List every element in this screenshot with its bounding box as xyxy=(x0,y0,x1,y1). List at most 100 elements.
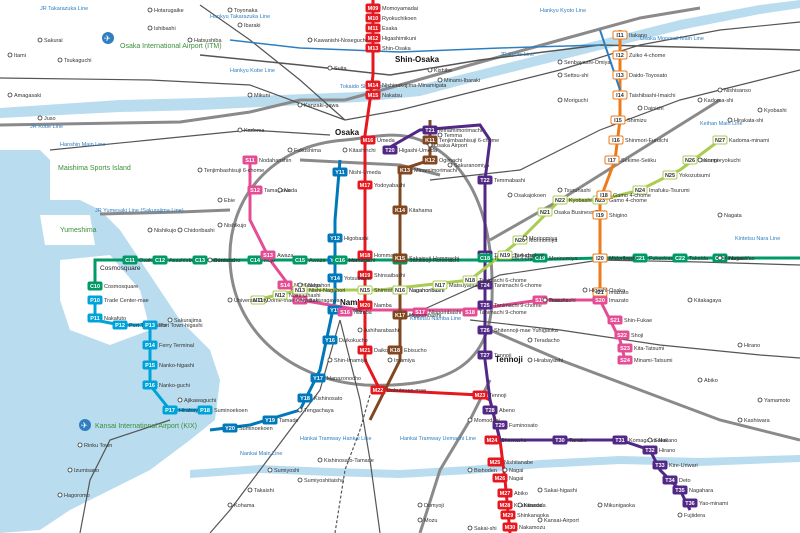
other-station[interactable]: Ishibashi xyxy=(147,25,176,32)
other-station[interactable]: Ibaraki xyxy=(237,22,261,29)
other-station[interactable]: Osakajokoen xyxy=(507,192,546,199)
other-station[interactable]: Fujiidera xyxy=(677,512,706,519)
other-station[interactable]: Hatsushiba xyxy=(187,37,222,44)
other-station[interactable]: Moriguchi xyxy=(557,97,588,104)
other-station[interactable]: Izumisano xyxy=(67,467,99,474)
other-station[interactable]: Kawanishi-Noseguchi xyxy=(307,37,367,44)
other-station[interactable]: Morinomiya xyxy=(522,235,558,242)
other-station[interactable]: Sumiyoshi xyxy=(267,467,299,474)
other-station[interactable]: Mikuni xyxy=(247,92,270,99)
other-station[interactable]: Mozu xyxy=(417,517,437,524)
other-station[interactable]: Senbayashi-Omiya xyxy=(557,59,611,66)
other-station[interactable]: Rinku Town xyxy=(77,442,112,449)
other-station[interactable]: Tsuruhashi xyxy=(557,187,591,194)
other-station[interactable]: Tenjimbashisuji 6-chome xyxy=(197,167,264,174)
other-station[interactable]: Kashiwara xyxy=(737,417,771,424)
other-station[interactable]: Dainichi xyxy=(637,105,664,112)
other-station[interactable]: Imazato xyxy=(542,297,569,304)
other-station[interactable]: Domyoji xyxy=(417,502,444,509)
other-station[interactable]: Temma xyxy=(437,132,463,139)
other-station[interactable]: Nagata xyxy=(717,212,743,219)
other-station[interactable]: Juso xyxy=(37,115,56,122)
other-station[interactable]: Imamiya xyxy=(387,357,416,364)
other-station[interactable]: Bentencho xyxy=(207,257,240,264)
other-station[interactable]: Sakai-shi xyxy=(467,525,497,532)
other-station[interactable]: Sakuranomiya xyxy=(447,162,490,169)
other-station[interactable]: Sakai xyxy=(647,437,668,444)
other-station[interactable]: Teradacho xyxy=(527,337,560,344)
other-station[interactable]: Universal City xyxy=(227,297,268,304)
other-station[interactable]: Sakurajima xyxy=(167,317,202,324)
other-station[interactable]: Hirabayashi xyxy=(527,357,563,364)
other-station[interactable]: Chidoribashi xyxy=(177,227,215,234)
other-station[interactable]: Suita xyxy=(327,65,347,72)
other-station[interactable]: Sakai-higashi xyxy=(537,487,577,494)
other-station[interactable]: Sumiyoshitaisha xyxy=(297,477,345,484)
other-station[interactable]: Ashiharabashi xyxy=(357,327,399,334)
other-station[interactable]: Itami xyxy=(7,52,26,59)
other-station[interactable]: Higashi-Osaka xyxy=(582,287,626,294)
other-station[interactable]: Nagai xyxy=(502,467,523,474)
other-station[interactable]: Mikunigaoka xyxy=(597,502,636,509)
other-station[interactable]: Kadoma-shi xyxy=(697,97,733,104)
other-station[interactable]: Yamamoto xyxy=(757,397,790,404)
